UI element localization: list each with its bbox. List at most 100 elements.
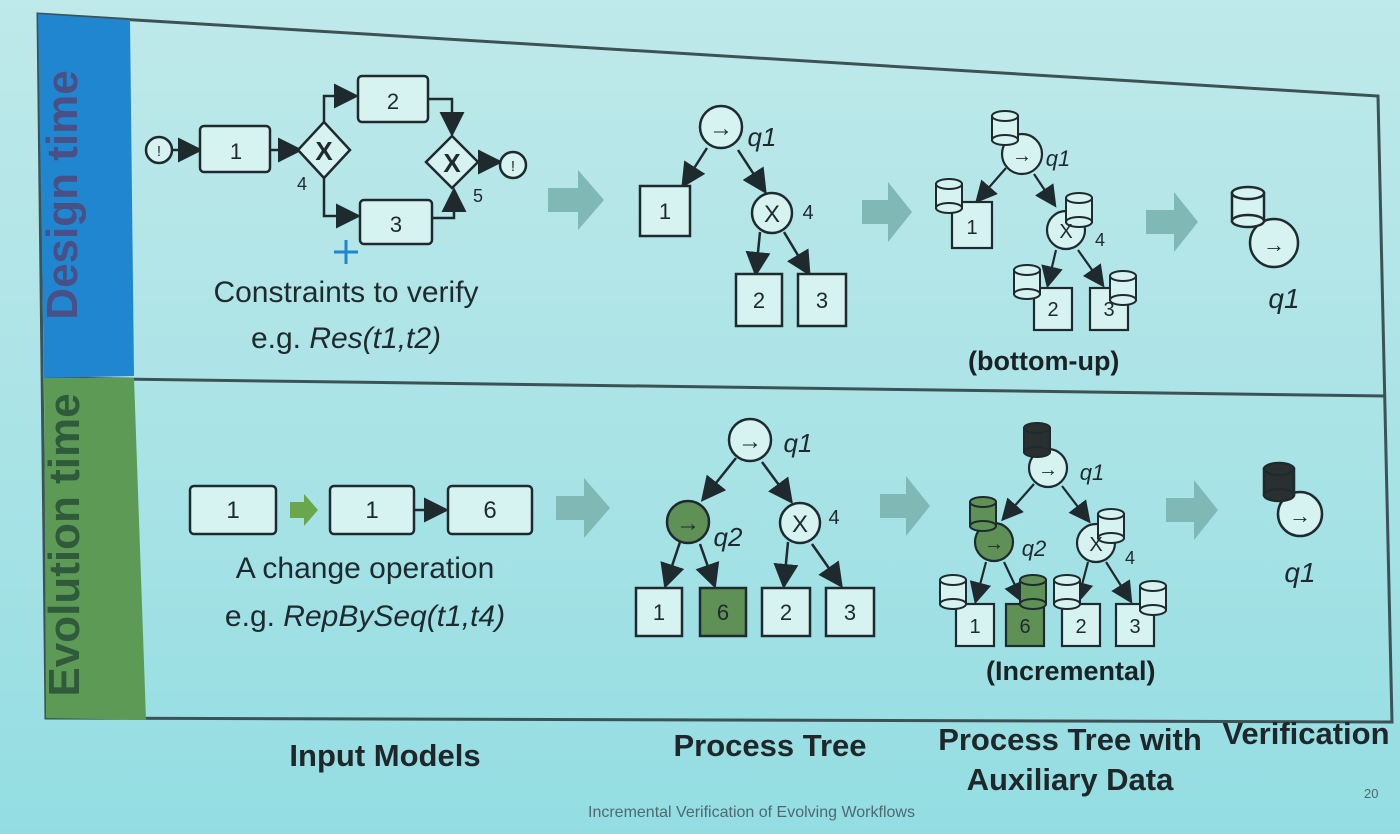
evo-tree-seq-label: q2: [714, 522, 743, 552]
evolution-process-tree: [634, 417, 876, 638]
column-aux-data-line2: Auxiliary Data: [966, 762, 1174, 797]
evo-aux-leaf-6-label: 6: [1019, 616, 1030, 638]
evo-tree-leaf-6-label: 6: [717, 600, 729, 625]
change-caption: A change operation: [235, 552, 495, 585]
design-tree-leaf-1-label: 1: [659, 199, 671, 224]
evo-tree-leaf-1-label: 1: [653, 600, 665, 625]
evolution-transition-arrows: [556, 476, 1218, 540]
design-tree-xor-label: 4: [802, 202, 813, 224]
change-box-c: [446, 484, 534, 536]
verify-label-design: q1: [1268, 283, 1299, 314]
aux-leaf-3-label: 3: [1103, 299, 1114, 321]
change-formula: RepBySeq(t1,t4): [283, 600, 506, 633]
evolution-time-label: Evolution time: [40, 393, 89, 697]
aux-root-op: →: [1012, 145, 1032, 167]
evo-aux-leaf-1-label: 1: [969, 616, 980, 638]
aux-leaf-1-label: 1: [966, 217, 977, 239]
slide-frame: [36, 12, 1394, 724]
xor-join-gateway: [424, 134, 480, 190]
design-tree-leaf-2: [734, 272, 784, 328]
evo-tree-seq-node: [665, 499, 711, 545]
end-event-glyph: !: [511, 158, 515, 175]
evo-tree-leaf-6: [698, 586, 748, 638]
task-2-label: 2: [387, 89, 399, 114]
evo-aux-leaf-1: [954, 602, 996, 648]
evo-tree-leaf-1: [634, 586, 684, 638]
constraints-caption: Constraints to verify: [213, 276, 479, 309]
column-input-models: Input Models: [289, 738, 481, 773]
start-event-glyph: !: [157, 143, 161, 160]
evolution-aux-cylinders: [939, 422, 1167, 616]
design-tree-root-op: →: [709, 115, 733, 142]
evolution-band: [44, 378, 146, 720]
change-box-a: [188, 484, 278, 536]
evo-aux-leaf-2: [1060, 602, 1102, 648]
constraints-example-prefix: e.g.: [250, 322, 310, 355]
design-tree-xor: [750, 191, 794, 235]
change-box-a-label: 1: [226, 497, 239, 524]
column-aux-data-line1: Process Tree with: [938, 722, 1202, 757]
split-gateway-x: X: [315, 136, 333, 166]
evolution-change-model: [188, 484, 534, 536]
evo-tree-root-label: q1: [784, 428, 813, 458]
evo-tree-leaf-3: [824, 586, 876, 638]
end-event: [498, 150, 528, 180]
evo-tree-root-op: →: [738, 428, 762, 455]
evo-tree-xor-label: 4: [828, 507, 839, 529]
aux-xor-label: 4: [1095, 230, 1105, 250]
page-number: 20: [1364, 786, 1379, 801]
aux-xor-op: X: [1059, 221, 1072, 243]
evo-tree-root: [727, 417, 773, 463]
evo-aux-seq-label: q2: [1022, 536, 1046, 561]
change-arrow: [290, 494, 318, 526]
evo-tree-leaf-2-label: 2: [780, 600, 792, 625]
design-bpmn-model: [144, 74, 528, 264]
evo-aux-leaf-2-label: 2: [1075, 616, 1086, 638]
verify-op-design: →: [1263, 232, 1285, 257]
join-gateway-number: 5: [473, 186, 483, 206]
column-verification: Verification: [1222, 716, 1390, 751]
task-1-label: 1: [230, 139, 242, 164]
evo-tree-seq-op: →: [676, 510, 700, 537]
design-time-label: Design time: [38, 70, 87, 320]
constraints-example: e.g. Res(t1,t2): [196, 322, 496, 356]
evo-tree-leaf-3-label: 3: [844, 600, 856, 625]
join-gateway-x: X: [443, 148, 461, 178]
column-process-tree: Process Tree: [673, 728, 867, 763]
evo-tree-leaf-2: [760, 586, 812, 638]
change-box-b-label: 1: [365, 497, 378, 524]
design-tree-leaf-1: [638, 184, 692, 238]
design-transition-arrows: [548, 170, 1198, 252]
evo-tree-xor-op: X: [792, 511, 808, 538]
split-gateway-number: 4: [297, 174, 307, 194]
evo-aux-seq-op: →: [984, 533, 1004, 555]
design-tree-xor-op: X: [764, 201, 780, 228]
change-box-c-label: 6: [483, 497, 496, 524]
evo-tree-xor: [778, 501, 822, 545]
incremental-note: (Incremental): [986, 656, 1156, 686]
change-example: e.g. RepBySeq(t1,t4): [210, 600, 520, 634]
design-tree-root: [698, 104, 744, 150]
aux-root-label: q1: [1046, 146, 1070, 171]
task-box-3: [358, 198, 434, 246]
aux-leaf-2-label: 2: [1047, 299, 1058, 321]
footer-title: Incremental Verification of Evolving Wor…: [588, 804, 915, 821]
task-3-label: 3: [390, 212, 402, 237]
change-example-prefix: e.g.: [224, 600, 284, 633]
evo-aux-root-label: q1: [1080, 460, 1104, 485]
design-tree-root-label: q1: [748, 122, 777, 152]
design-band: [38, 14, 134, 378]
verify-op-evolution: →: [1289, 503, 1311, 528]
design-tree-leaf-3: [796, 272, 848, 328]
evo-aux-leaf-3-label: 3: [1129, 616, 1140, 638]
design-verification: [1230, 185, 1300, 269]
design-tree-leaf-2-label: 2: [753, 288, 765, 313]
verify-label-evolution: q1: [1284, 557, 1315, 588]
evo-aux-xor-op: X: [1089, 534, 1102, 556]
design-process-tree: [638, 104, 848, 328]
design-tree-leaf-3-label: 3: [816, 288, 828, 313]
evo-aux-root-op: →: [1038, 459, 1058, 481]
evolution-verification: [1262, 461, 1324, 538]
bottom-up-note: (bottom-up): [968, 346, 1120, 376]
